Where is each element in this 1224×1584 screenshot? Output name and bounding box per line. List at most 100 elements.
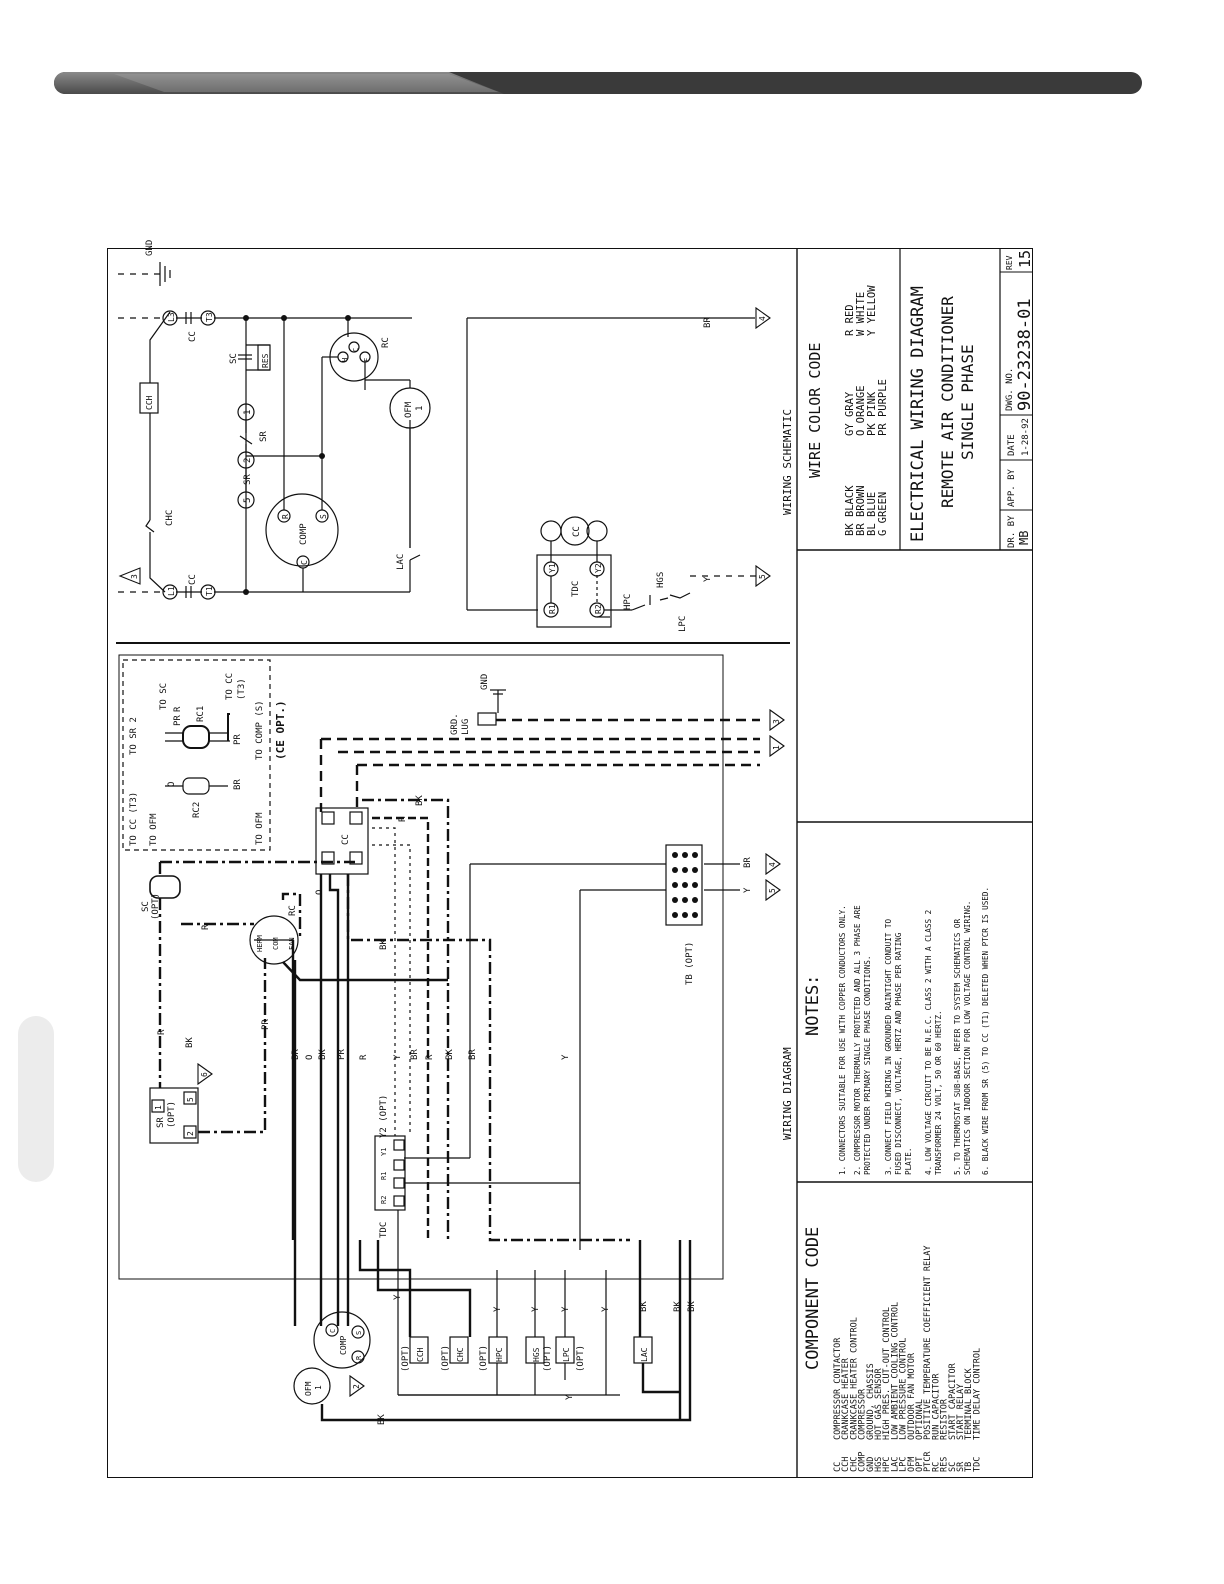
- svg-text:BK: BK: [318, 1049, 328, 1060]
- component-code-desc: TERMINAL BLOCK: [964, 1367, 974, 1440]
- svg-text:R: R: [157, 1029, 167, 1035]
- component-code-abbr: CCH: [841, 1457, 851, 1472]
- rev-value: 15: [1016, 250, 1034, 268]
- svg-text:R: R: [173, 706, 183, 712]
- svg-text:Y: Y: [703, 576, 713, 582]
- wiring-schematic-caption: WIRING SCHEMATIC: [781, 409, 794, 515]
- svg-text:(OPT): (OPT): [576, 1345, 586, 1372]
- svg-text:COMP: COMP: [299, 523, 309, 545]
- diagram-triangle-labels: 1 3 4 5 6 2: [200, 719, 781, 1389]
- date-value: 1-28-92: [1021, 418, 1031, 456]
- svg-text:BR: BR: [703, 317, 713, 328]
- svg-text:CC: CC: [188, 574, 198, 585]
- subtitle-2: SINGLE PHASE: [958, 344, 977, 460]
- component-code-abbr: OPT: [915, 1457, 925, 1472]
- comp-symbol: [265, 493, 339, 567]
- cc-coil-symbol: [560, 516, 590, 546]
- dwg-no-value: 90-23238-01: [1015, 298, 1035, 411]
- svg-text:CC: CC: [188, 331, 198, 342]
- svg-text:BK: BK: [445, 1049, 455, 1060]
- component-code-desc: HIGH PRES. CUT-OUT CONTROL: [882, 1307, 892, 1440]
- svg-text:R2: R2: [380, 1196, 388, 1204]
- svg-text:R: R: [398, 816, 408, 822]
- tdc-symbol: [536, 554, 612, 628]
- svg-text:BK: BK: [185, 1037, 195, 1048]
- svg-text:BK BLACK: BK BLACK: [844, 485, 856, 536]
- tb-terminal-block: [665, 844, 703, 926]
- component-code-abbr: SC: [948, 1462, 958, 1472]
- svg-text:2. COMPRESSOR MOTOR THERMALLY: 2. COMPRESSOR MOTOR THERMALLY PROTECTED …: [853, 905, 862, 1175]
- svg-text:FAN: FAN: [288, 937, 296, 950]
- warning-triangle-3: [118, 567, 141, 585]
- svg-text:3: 3: [130, 574, 139, 579]
- svg-text:HGS: HGS: [656, 572, 666, 588]
- svg-text:BK: BK: [415, 795, 425, 806]
- svg-text:BR: BR: [743, 857, 753, 868]
- svg-text:Y: Y: [393, 1294, 403, 1300]
- svg-text:C: C: [300, 560, 309, 565]
- svg-text:Y: Y: [565, 1394, 575, 1400]
- svg-text:Y: Y: [531, 1306, 541, 1312]
- ofm-diagram: [293, 1367, 331, 1405]
- svg-text:PR: PR: [337, 1049, 347, 1060]
- svg-text:HERM: HERM: [256, 935, 264, 952]
- svg-text:R: R: [281, 514, 290, 519]
- component-code-abbr: SR: [956, 1461, 966, 1472]
- svg-text:Y: Y: [743, 887, 753, 893]
- component-code-abbr: RC: [931, 1462, 941, 1472]
- svg-text:TO COMP (S): TO COMP (S): [255, 700, 265, 760]
- svg-text:TO CC: TO CC: [225, 673, 235, 700]
- svg-text:LAC: LAC: [396, 554, 406, 570]
- svg-text:HPC: HPC: [623, 594, 633, 610]
- svg-text:RES: RES: [261, 353, 270, 368]
- svg-text:TDC: TDC: [571, 581, 581, 597]
- svg-text:T3: T3: [205, 312, 214, 322]
- svg-text:(OPT): (OPT): [479, 1345, 489, 1372]
- svg-text:S: S: [319, 514, 328, 519]
- svg-text:(CE OPT.): (CE OPT.): [274, 700, 287, 760]
- svg-text:R RED: R RED: [844, 304, 856, 336]
- svg-text:BK: BK: [639, 1301, 649, 1312]
- svg-text:O: O: [167, 782, 177, 787]
- svg-text:(OPT): (OPT): [167, 1101, 177, 1128]
- svg-text:(OPT): (OPT): [441, 1345, 451, 1372]
- svg-text:BL BLUE: BL BLUE: [866, 492, 878, 536]
- cch-component: [409, 1336, 429, 1364]
- svg-text:GND: GND: [145, 240, 155, 256]
- component-code-abbr: HGS: [874, 1457, 884, 1472]
- svg-text:Y: Y: [393, 1054, 403, 1060]
- component-code-heading: COMPONENT CODE: [803, 1227, 823, 1370]
- svg-text:LAC: LAC: [640, 1347, 649, 1362]
- component-code-desc: RUN CAPACITOR: [931, 1373, 941, 1440]
- svg-text:L1: L1: [167, 586, 176, 596]
- svg-text:Y: Y: [601, 1306, 611, 1312]
- dr-by-label: DR. BY: [1007, 515, 1017, 548]
- svg-text:C: C: [329, 1329, 337, 1333]
- svg-text:5: 5: [758, 574, 767, 579]
- component-code-abbr: LAC: [890, 1457, 900, 1472]
- svg-text:F: F: [363, 358, 371, 362]
- svg-text:Y: Y: [493, 1306, 503, 1312]
- svg-text:BR: BR: [233, 779, 243, 790]
- svg-text:Y2: Y2: [594, 563, 603, 573]
- svg-text:1: 1: [243, 410, 253, 415]
- cch-symbol: [139, 382, 159, 414]
- component-code-desc: COMPRESSOR CONTACTOR: [833, 1337, 843, 1440]
- svg-text:RC: RC: [381, 337, 391, 348]
- svg-text:TO OFM: TO OFM: [149, 813, 159, 846]
- component-code-abbr: CC: [833, 1462, 843, 1472]
- svg-text:PROTECTED UNDER PRIMARY SINGLE: PROTECTED UNDER PRIMARY SINGLE PHASE CON…: [863, 956, 872, 1175]
- svg-text:GRD.: GRD.: [450, 713, 460, 735]
- component-code-abbr: TDC: [972, 1457, 982, 1472]
- svg-text:BR: BR: [468, 1049, 478, 1060]
- svg-text:LUG: LUG: [461, 719, 471, 735]
- svg-text:Y1: Y1: [380, 1148, 388, 1156]
- svg-text:CCH: CCH: [416, 1347, 425, 1362]
- rc2-symbol: [182, 777, 210, 795]
- schematic-triangle-labels: 3 4 5: [130, 316, 767, 579]
- component-code-desc: HOT GAS SENSOR: [874, 1367, 884, 1440]
- svg-text:FUSED DISCONNECT, VOLTAGE, HER: FUSED DISCONNECT, VOLTAGE, HERTZ AND PHA…: [894, 932, 903, 1175]
- subtitle-1: REMOTE AIR CONDITIONER: [938, 296, 957, 508]
- wiring-diagram-sheet: [107, 248, 1033, 1478]
